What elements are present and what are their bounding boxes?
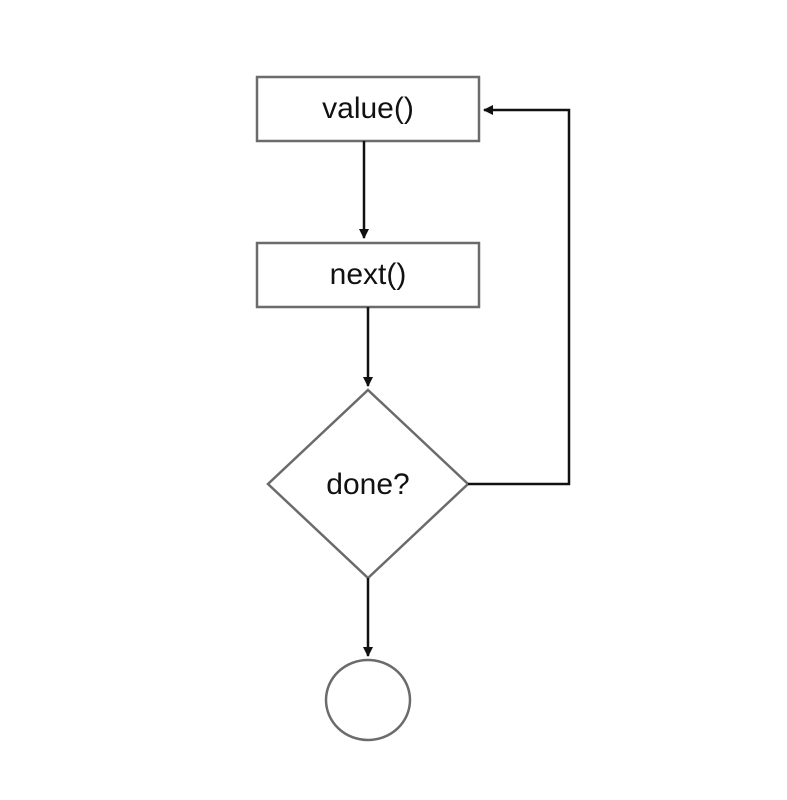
node-end-circle (324, 658, 412, 742)
edge-done-to-value-loop (468, 105, 571, 486)
node-value-box (255, 75, 481, 143)
node-next-box (255, 241, 481, 309)
node-next-label: next() (329, 258, 407, 291)
node-value-label: value() (322, 92, 414, 125)
node-done-label: done? (326, 468, 410, 501)
